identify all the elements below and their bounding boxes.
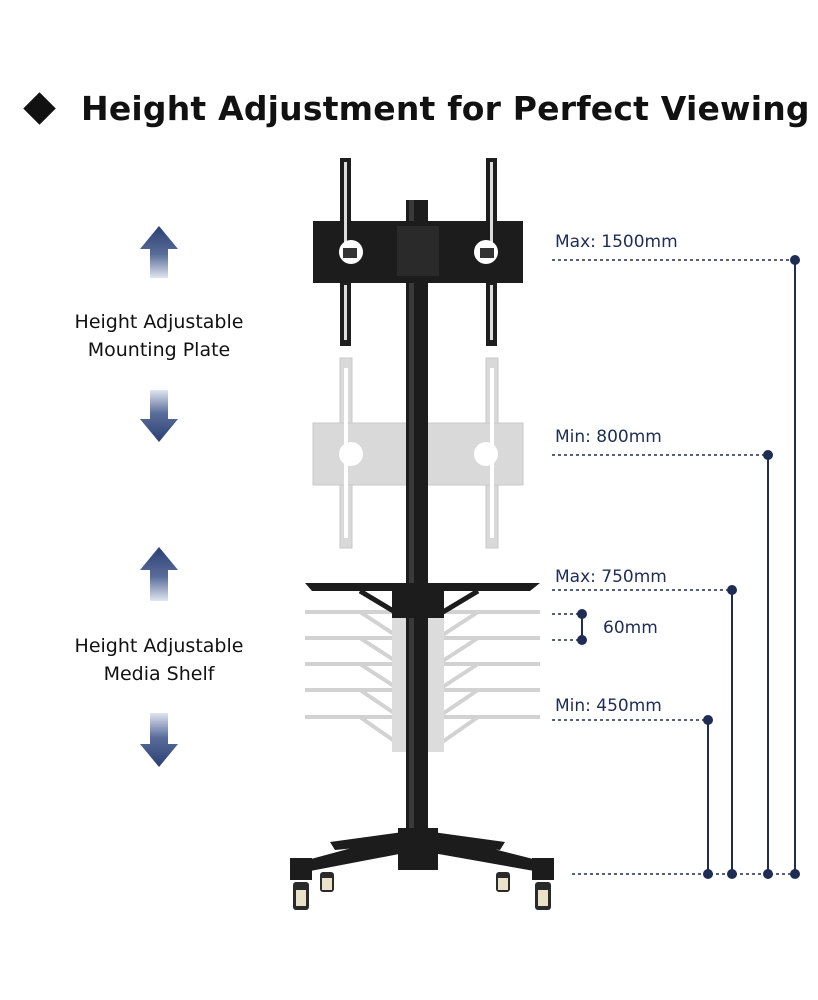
max-shelf-height-label: Max: 750mm (555, 567, 667, 587)
shelf-step-label: 60mm (603, 618, 658, 638)
arrow-down-icon (140, 390, 178, 442)
min-plate-height-label: Min: 800mm (555, 427, 662, 447)
arrow-down-icon (140, 713, 178, 767)
max-plate-height-label: Max: 1500mm (555, 232, 678, 252)
dimension-dots (577, 255, 800, 879)
reference-lines (552, 259, 795, 875)
arrow-up-icon (140, 226, 178, 278)
page-title: Height Adjustment for Perfect Viewing (81, 88, 810, 128)
mounting-plate-label-line1: Height Adjustable (74, 311, 244, 333)
mounting-plate (313, 158, 523, 346)
dimension-lines (581, 260, 796, 874)
heading: Height Adjustment for Perfect Viewing (22, 78, 810, 138)
media-shelf-label-line2: Media Shelf (103, 663, 215, 685)
media-shelf-label: Height Adjustable Media Shelf (34, 632, 284, 688)
mounting-plate-label: Height Adjustable Mounting Plate (34, 308, 284, 364)
media-shelf (305, 583, 540, 618)
arrow-up-icon (140, 547, 178, 601)
media-shelf-label-line1: Height Adjustable (74, 635, 244, 657)
stand-base (290, 828, 554, 880)
mounting-plate-label-line2: Mounting Plate (87, 339, 231, 361)
caster-wheels (293, 872, 551, 910)
min-shelf-height-label: Min: 450mm (555, 696, 662, 716)
